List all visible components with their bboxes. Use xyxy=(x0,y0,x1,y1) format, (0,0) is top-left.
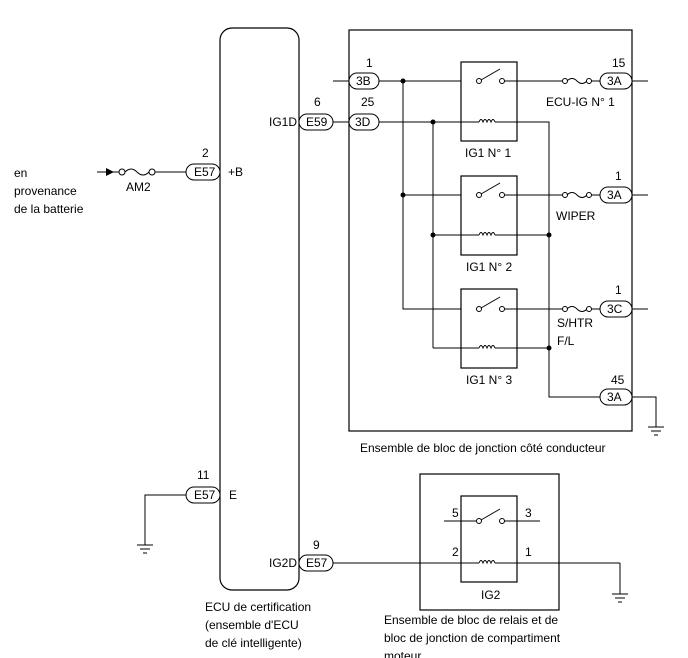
ecu-label-line3: de clé intelligente) xyxy=(205,636,302,650)
fuse-am2-icon xyxy=(124,168,150,176)
fuse-wiper-icon xyxy=(566,192,588,198)
fuse-shtr-label-line1: S/HTR xyxy=(557,316,593,330)
relay-ig1-no2: IG1 N° 2 xyxy=(403,175,564,274)
ecu-pin-e-name: E xyxy=(229,488,237,502)
jb-connector-3a-45-label: 3A xyxy=(607,390,622,404)
ecu-box xyxy=(219,27,300,591)
ecu-label-line2: (ensemble d'ECU xyxy=(205,618,299,632)
jb-connector-3a-45-number: 45 xyxy=(611,373,625,387)
fuse-ecu-ig-no1-label: ECU-IG N° 1 xyxy=(546,95,615,109)
fuse-ecu-ig-no1-icon xyxy=(566,78,588,84)
ecu-pin-e-number: 11 xyxy=(197,468,210,482)
jb-connector-3b-label: 3B xyxy=(356,74,371,88)
fuse-wiper-label: WIPER xyxy=(556,209,596,223)
jb-ground xyxy=(632,396,664,436)
junction-block-label: Ensemble de bloc de jonction côté conduc… xyxy=(360,441,606,455)
jb-connector-3a-1-number: 1 xyxy=(615,169,622,183)
battery-source: en provenance de la batterie AM2 xyxy=(14,166,186,216)
ecu-connector-e59-label: E59 xyxy=(306,115,328,129)
relay-block-label-line1: Ensemble de bloc de relais et de xyxy=(384,613,558,627)
engine-relay-block: 5 3 2 1 IG2 Ensemble de bloc de relais e… xyxy=(333,473,620,658)
fuse-am2-label: AM2 xyxy=(126,180,151,194)
relay-ig1-no2-label: IG1 N° 2 xyxy=(466,260,512,274)
jb-connector-3c-number: 1 xyxy=(615,283,622,297)
ecu-connector-e57-ig2d-label: E57 xyxy=(306,556,328,570)
ecu-pin-ig1d-name: IG1D xyxy=(269,115,297,129)
ecu-pin-ig1d-number: 6 xyxy=(314,95,321,109)
fuse-shtr-label-line2: F/L xyxy=(557,334,575,348)
relay-ig1-no3-label: IG1 N° 3 xyxy=(466,373,512,387)
ecu-pin-b-name: +B xyxy=(228,165,243,179)
source-label-line2: provenance xyxy=(14,184,77,198)
ecu-connector-e57-b xyxy=(185,163,221,181)
certification-ecu: ECU de certification (ensemble d'ECU de … xyxy=(185,27,334,650)
jb-connector-3a-1-label: 3A xyxy=(607,188,622,202)
source-label-line1: en xyxy=(14,166,27,180)
ecu-pin-ig2d-name: IG2D xyxy=(269,556,297,570)
source-arrow-icon xyxy=(106,168,114,176)
ecu-pin-ig2d-number: 9 xyxy=(313,538,320,552)
relay-ig1-no1: IG1 N° 1 xyxy=(379,61,564,160)
ecu-pin-b-number: 2 xyxy=(202,146,209,160)
driver-junction-block: Ensemble de bloc de jonction côté conduc… xyxy=(348,29,648,455)
ecu-label-line1: ECU de certification xyxy=(205,600,311,614)
jb-connector-3b-number: 1 xyxy=(366,56,373,70)
jb-connector-3a-15-label: 3A xyxy=(607,74,622,88)
ecu-connector-e57-e-label: E57 xyxy=(194,488,216,502)
jb-connector-3d-label: 3D xyxy=(355,115,371,129)
jb-connector-3a-15-number: 15 xyxy=(612,56,626,70)
ig2-pin-3: 3 xyxy=(525,506,532,520)
relay-block-ground xyxy=(612,563,628,603)
fuse-shtr-fl-icon xyxy=(566,306,588,312)
relay-block-label-line2: bloc de jonction de compartiment xyxy=(384,631,561,645)
ig2-pin-1: 1 xyxy=(525,545,532,559)
jb-connector-3d-number: 25 xyxy=(361,95,375,109)
source-label-line3: de la batterie xyxy=(14,202,84,216)
ig2-pin-2: 2 xyxy=(452,545,459,559)
ecu-ground xyxy=(137,494,186,554)
relay-ig1-no1-label: IG1 N° 1 xyxy=(465,146,511,160)
relay-ig2-label: IG2 xyxy=(481,588,501,602)
ecu-connector-e57-b-label: E57 xyxy=(194,165,216,179)
relay-ig1-no3: IG1 N° 3 xyxy=(402,195,564,387)
relay-block-label-line3: moteur xyxy=(384,649,421,658)
jb-connector-3c-label: 3C xyxy=(607,302,623,316)
ig2-pin-5: 5 xyxy=(452,506,459,520)
